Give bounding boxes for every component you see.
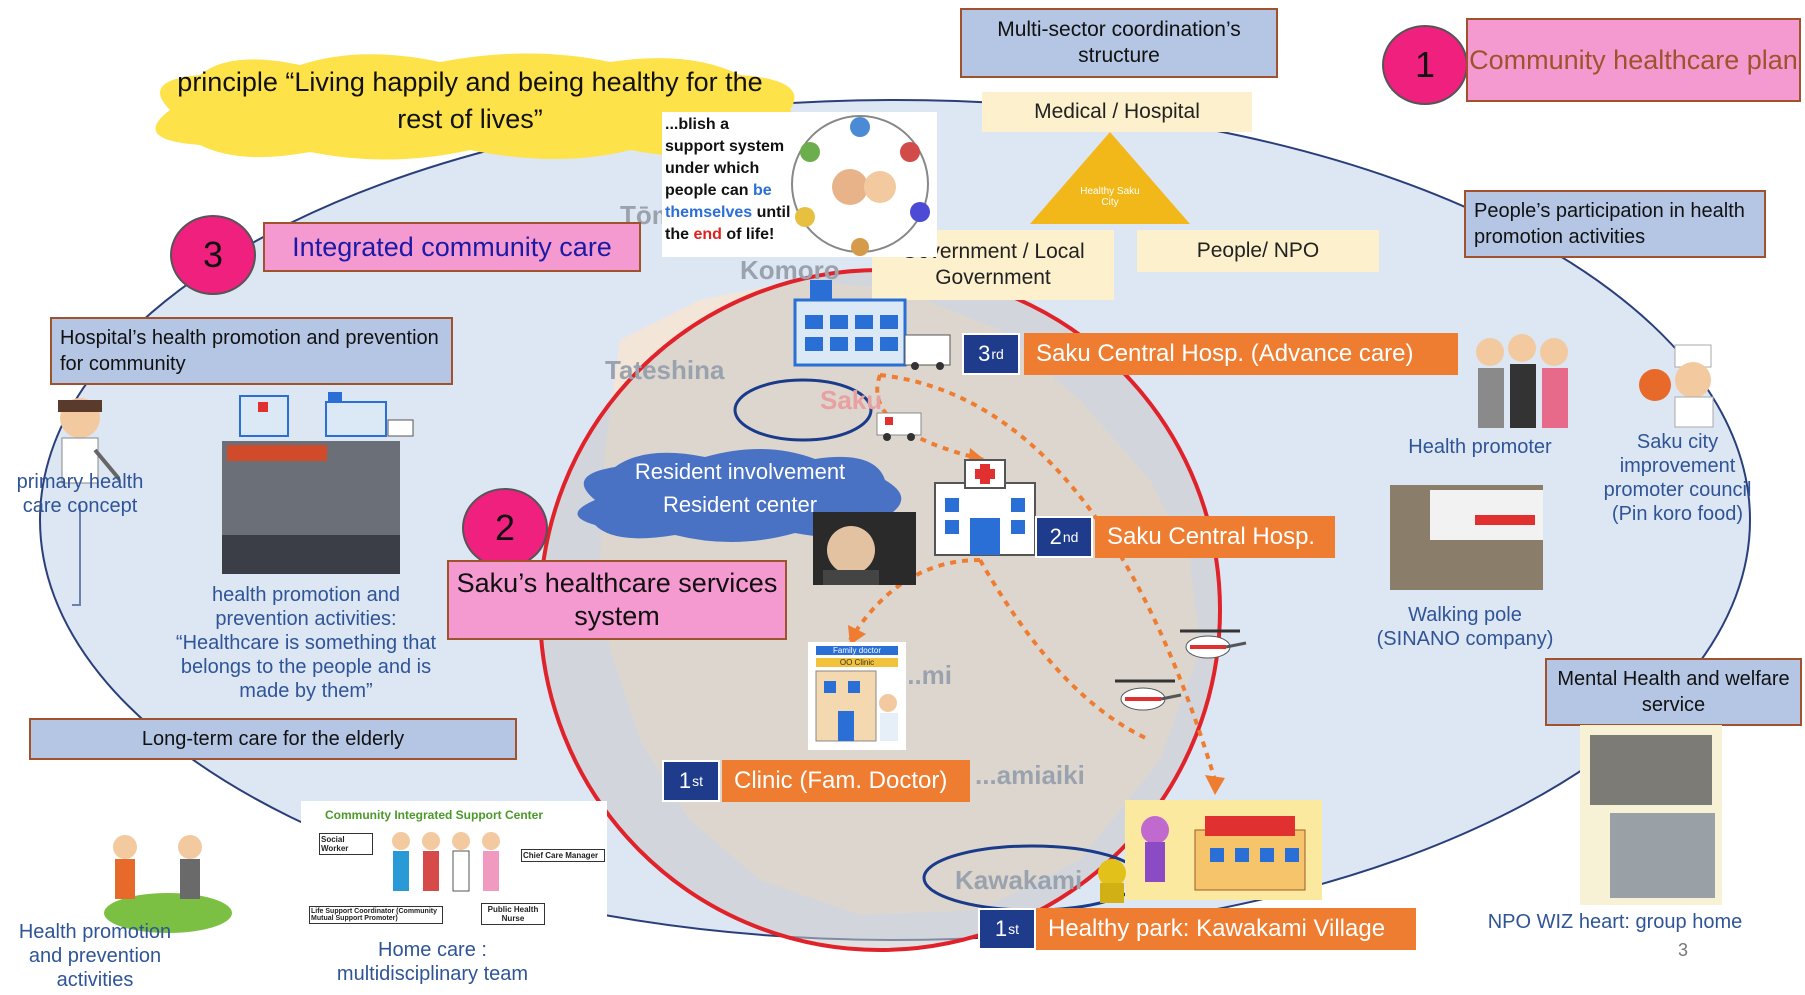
healthy-park-image	[1125, 800, 1322, 900]
plan-3-number: 3	[170, 215, 256, 295]
plan-2-label: Saku’s healthcare services system	[447, 560, 787, 640]
doctor-portrait-photo	[813, 512, 916, 585]
triangle-label: Healthy Saku City	[1080, 186, 1140, 208]
long-term-care-box: Long-term care for the elderly	[29, 718, 517, 760]
map-name-tateshina: Tateshina	[605, 355, 725, 385]
resident-line-1: Resident involvement	[634, 459, 846, 484]
support-text-oflife: of life!	[726, 226, 775, 243]
level-1-clinic-label: Clinic (Fam. Doctor)	[722, 760, 970, 802]
map-name-minamiaiki: ...amiaiki	[975, 760, 1085, 790]
role-life-support-coordinator: Life Support Coordinator (Community Mutu…	[309, 906, 443, 924]
ambulance-icon	[876, 412, 922, 441]
multi-sector-title: Multi-sector coordination’s structure	[960, 8, 1278, 78]
saku-oval	[733, 378, 873, 442]
support-text-2: support system	[665, 138, 785, 155]
doctor-icon	[58, 398, 120, 484]
support-text-themselves: themselves	[665, 204, 753, 221]
level-1-park-label: Healthy park: Kawakami Village	[1036, 908, 1416, 950]
map-name-saku: Saku	[820, 385, 883, 415]
support-text-1: ...blish a	[665, 116, 730, 133]
principle-text: principle “Living happily and being heal…	[177, 67, 763, 134]
support-text-the: the	[665, 226, 689, 243]
chef-icon	[1639, 344, 1714, 428]
support-text-end: end	[693, 226, 722, 243]
health-promoter-icon	[1476, 334, 1568, 428]
map-name-kawakami: Kawakami	[955, 865, 1083, 895]
plan-2-number: 2	[462, 488, 548, 568]
exercise-people-icon	[104, 835, 232, 933]
support-text-3: under which	[665, 160, 760, 177]
walking-pole-photo	[1390, 485, 1543, 590]
page-number: 3	[1678, 940, 1689, 960]
advanced-hospital-icon	[793, 280, 951, 370]
support-text-until: until	[756, 204, 791, 221]
primary-care-caption: primary health care concept	[16, 471, 144, 517]
map-name-partial: ...mi	[900, 660, 953, 690]
community-event-photo	[222, 441, 400, 574]
resident-line-2: Resident center	[662, 492, 818, 517]
support-text-be: be	[753, 182, 772, 199]
walking-pole-caption: Walking pole (SINANO company)	[1376, 604, 1554, 650]
medical-hospital-label: Medical / Hospital	[982, 92, 1252, 132]
principle-cloud	[155, 53, 800, 160]
clinic-sign: OO Clinic	[816, 658, 898, 667]
helicopter-icon-1	[1180, 629, 1247, 659]
central-hospital-icon	[934, 459, 1036, 556]
council-caption: Saku city improvement promoter council (…	[1603, 431, 1752, 525]
plan-3-label: Integrated community care	[263, 222, 641, 272]
hospital-buildings-icon	[239, 392, 414, 437]
support-center-title: Community Integrated Support Center	[325, 808, 544, 822]
role-chief-care-manager: Chief Care Manager	[521, 849, 605, 862]
mental-health-box: Mental Health and welfare service	[1545, 658, 1802, 726]
role-social-worker: Social Worker	[319, 833, 373, 855]
support-text-4: people can	[665, 182, 749, 199]
plan-1-label: Community healthcare plan	[1466, 18, 1801, 102]
level-2-label: Saku Central Hosp.	[1095, 516, 1335, 558]
group-home-photos	[1580, 725, 1722, 905]
health-promo-activities-caption: Health promotion and prevention activiti…	[18, 921, 172, 991]
clinic-image: Family doctor OO Clinic	[808, 642, 906, 750]
npo-caption: NPO WIZ heart: group home	[1487, 911, 1743, 933]
mascot-icon	[1098, 859, 1126, 903]
role-public-health-nurse: Public Health Nurse	[481, 903, 545, 925]
support-system-image: ...blish a support system under which pe…	[662, 112, 937, 257]
plan-1-number: 1	[1382, 25, 1468, 105]
triangle-icon	[1030, 132, 1190, 224]
home-care-caption: Home care : multidisciplinary team	[336, 939, 529, 985]
participation-box: People’s participation in health promoti…	[1464, 190, 1766, 258]
support-center-image: Community Integrated Support Center Soci…	[301, 801, 607, 939]
family-doctor-sign: Family doctor	[816, 646, 898, 655]
people-npo-label: People/ NPO	[1137, 230, 1379, 272]
level-3-label: Saku Central Hosp. (Advance care)	[1024, 333, 1458, 375]
hospital-promotion-box: Hospital’s health promotion and preventi…	[50, 317, 453, 385]
activities-caption: health promotion and prevention activiti…	[175, 584, 437, 702]
health-promoter-caption: Health promoter	[1408, 436, 1552, 458]
helicopter-icon-2	[1115, 679, 1182, 711]
